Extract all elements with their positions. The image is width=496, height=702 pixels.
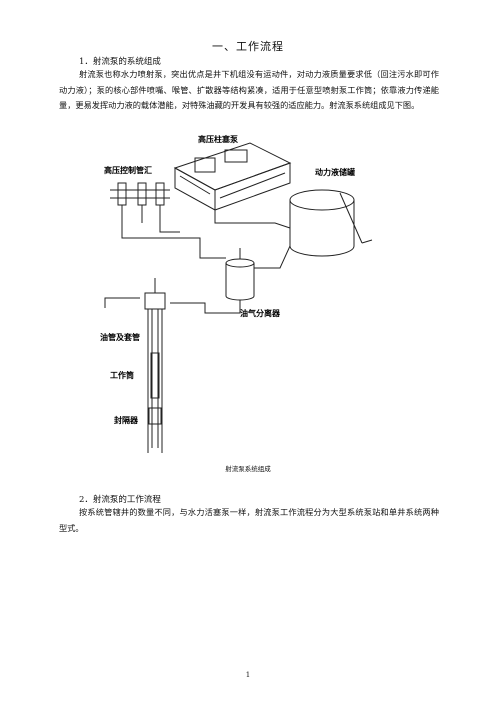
separator-drawing: [225, 248, 255, 301]
label-working-barrel: 工作筒: [110, 370, 134, 380]
tank-drawing: [289, 189, 373, 257]
section1-paragraph: 射流泵也称水力喷射泵，突出优点是井下机组没有运动件，对动力液质量要求低（回注污水…: [59, 69, 439, 110]
label-separator: 油气分离器: [240, 308, 281, 318]
figure-caption: 射流泵系统组成: [225, 465, 271, 473]
label-storage-tank: 动力液储罐: [315, 167, 355, 177]
piping-drawing: [104, 210, 291, 314]
label-control-manifold: 高压控制管汇: [104, 165, 152, 175]
diagram-labels: 高压柱塞泵 高压控制管汇 动力液储罐 油气分离器 油管及套管 工作筒 封隔器: [100, 134, 355, 425]
section2-heading: 2．射流泵的工作流程: [79, 495, 161, 505]
pump-unit-drawing: [173, 142, 292, 211]
manifold-drawing: [110, 182, 170, 223]
label-packer: 封隔器: [114, 415, 139, 425]
label-wellhead: 油管及套管: [100, 332, 140, 342]
well-drawing: [144, 278, 166, 453]
section2-paragraph: 按系统管辖井的数量不同，与水力活塞泵一样，射流泵工作流程分为大型系统泵站和单井系…: [59, 507, 439, 533]
page-number: 1: [245, 671, 251, 679]
jet-pump-system-diagram: 高压柱塞泵 高压控制管汇 动力液储罐 油气分离器 油管及套管 工作筒 封隔器: [100, 134, 373, 453]
page-title: 一、工作流程: [212, 40, 284, 53]
section1-heading: 1．射流泵的系统组成: [79, 57, 161, 67]
label-high-pressure-pump: 高压柱塞泵: [198, 134, 238, 144]
